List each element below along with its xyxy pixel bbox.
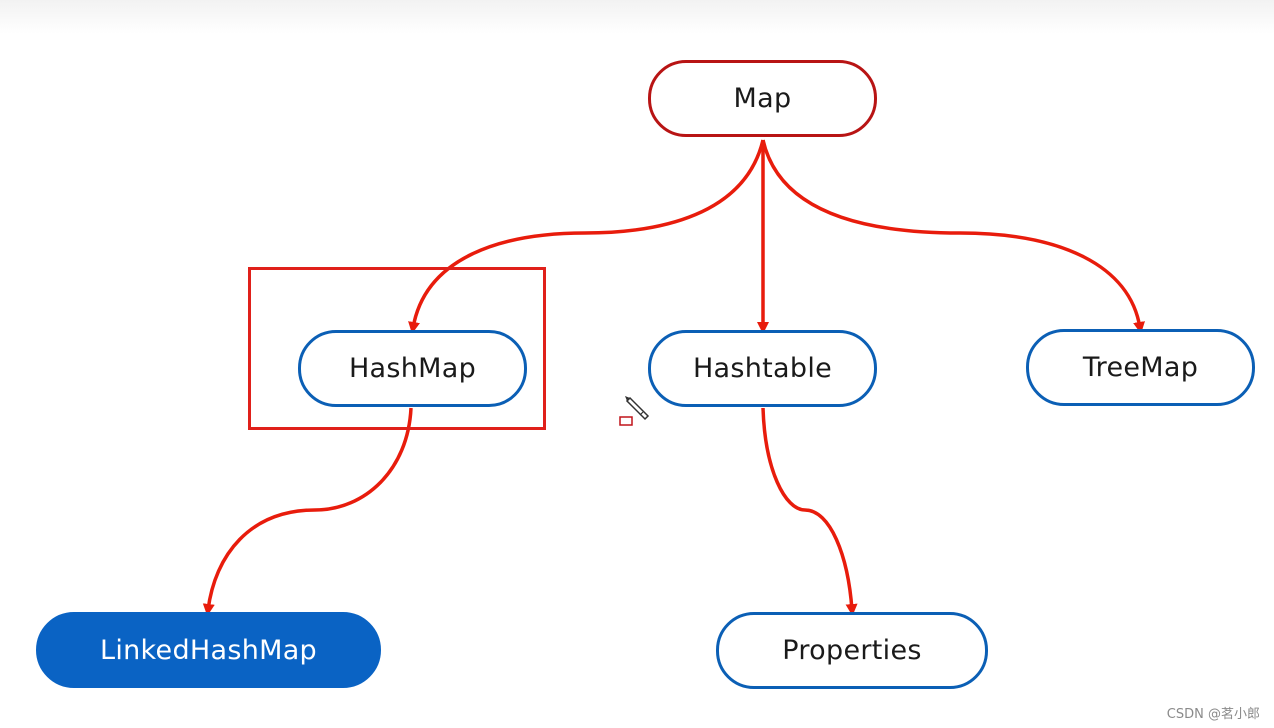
node-properties[interactable]: Properties (716, 612, 988, 689)
node-properties-label: Properties (782, 635, 922, 666)
node-map[interactable]: Map (648, 60, 877, 137)
node-linkedhashmap-label: LinkedHashMap (100, 634, 317, 666)
node-hashtable[interactable]: Hashtable (648, 330, 877, 407)
pencil-icon (619, 396, 650, 426)
edge-map-to-treemap (761, 139, 1145, 334)
node-hashtable-label: Hashtable (692, 353, 833, 384)
watermark: CSDN @茗小郎 (1166, 707, 1260, 722)
node-hashmap[interactable]: HashMap (298, 330, 527, 407)
top-shadow-band (0, 0, 1274, 34)
node-map-label: Map (733, 83, 792, 114)
edge-map-to-hashmap (408, 139, 765, 334)
node-treemap-label: TreeMap (1082, 352, 1199, 383)
edge-hashtable-to-properties (761, 407, 858, 616)
hashmap-highlight-box (248, 267, 546, 430)
node-treemap[interactable]: TreeMap (1026, 329, 1255, 406)
edge-hashmap-to-linkedhashmap (202, 407, 413, 616)
node-hashmap-label: HashMap (348, 353, 477, 384)
node-linkedhashmap[interactable]: LinkedHashMap (36, 612, 381, 688)
